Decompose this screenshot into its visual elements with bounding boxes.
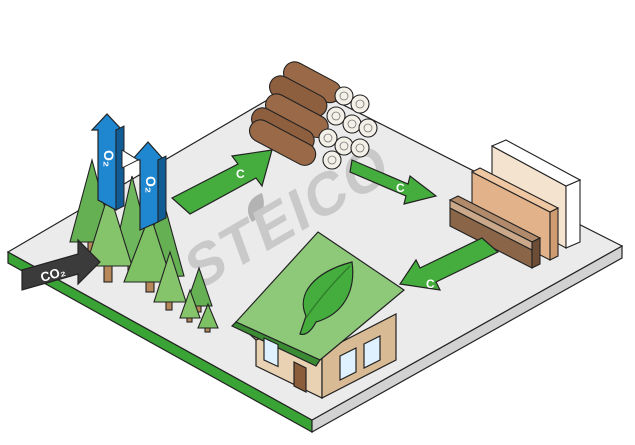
o2-arrow-left: O₂ — [90, 113, 125, 212]
co2-arrow: CO₂ — [21, 238, 101, 291]
tree-icon — [123, 212, 173, 283]
carbon-arrow-logs-to-boards: C — [349, 159, 438, 205]
carbon-arrow-forest-to-logs: C — [170, 149, 273, 215]
log-end — [334, 136, 354, 156]
leaf-icon — [299, 261, 354, 335]
tree-icon — [85, 190, 133, 267]
co2-label: CO₂ — [39, 263, 68, 284]
log-end — [342, 114, 362, 134]
carbon-arrow-boards-to-house: C — [398, 237, 500, 291]
carbon-label: C — [236, 167, 245, 181]
o2-arrow-shadow — [121, 149, 140, 169]
door — [293, 361, 307, 393]
carbon-label: C — [396, 181, 405, 195]
window — [263, 337, 279, 368]
o2-arrow-right: O₂ — [130, 141, 167, 231]
carbon-label: C — [426, 277, 435, 291]
log-end — [358, 118, 378, 138]
log-end — [326, 106, 346, 126]
window — [339, 347, 357, 381]
wooden-house — [230, 231, 405, 399]
window — [363, 335, 381, 369]
tree-icon — [153, 250, 187, 303]
wood-boards — [448, 139, 582, 269]
log-end — [350, 138, 370, 158]
tree-icon — [179, 288, 201, 319]
tree-icon — [197, 302, 219, 329]
forest — [69, 157, 219, 333]
log-end — [334, 86, 354, 106]
log-end — [350, 94, 370, 114]
log-end — [318, 128, 338, 148]
o2-label: O₂ — [143, 176, 159, 193]
leaf-logo-icon — [247, 193, 264, 222]
log-pile — [248, 61, 378, 170]
log-end — [322, 150, 342, 170]
o2-label: O₂ — [101, 150, 117, 167]
